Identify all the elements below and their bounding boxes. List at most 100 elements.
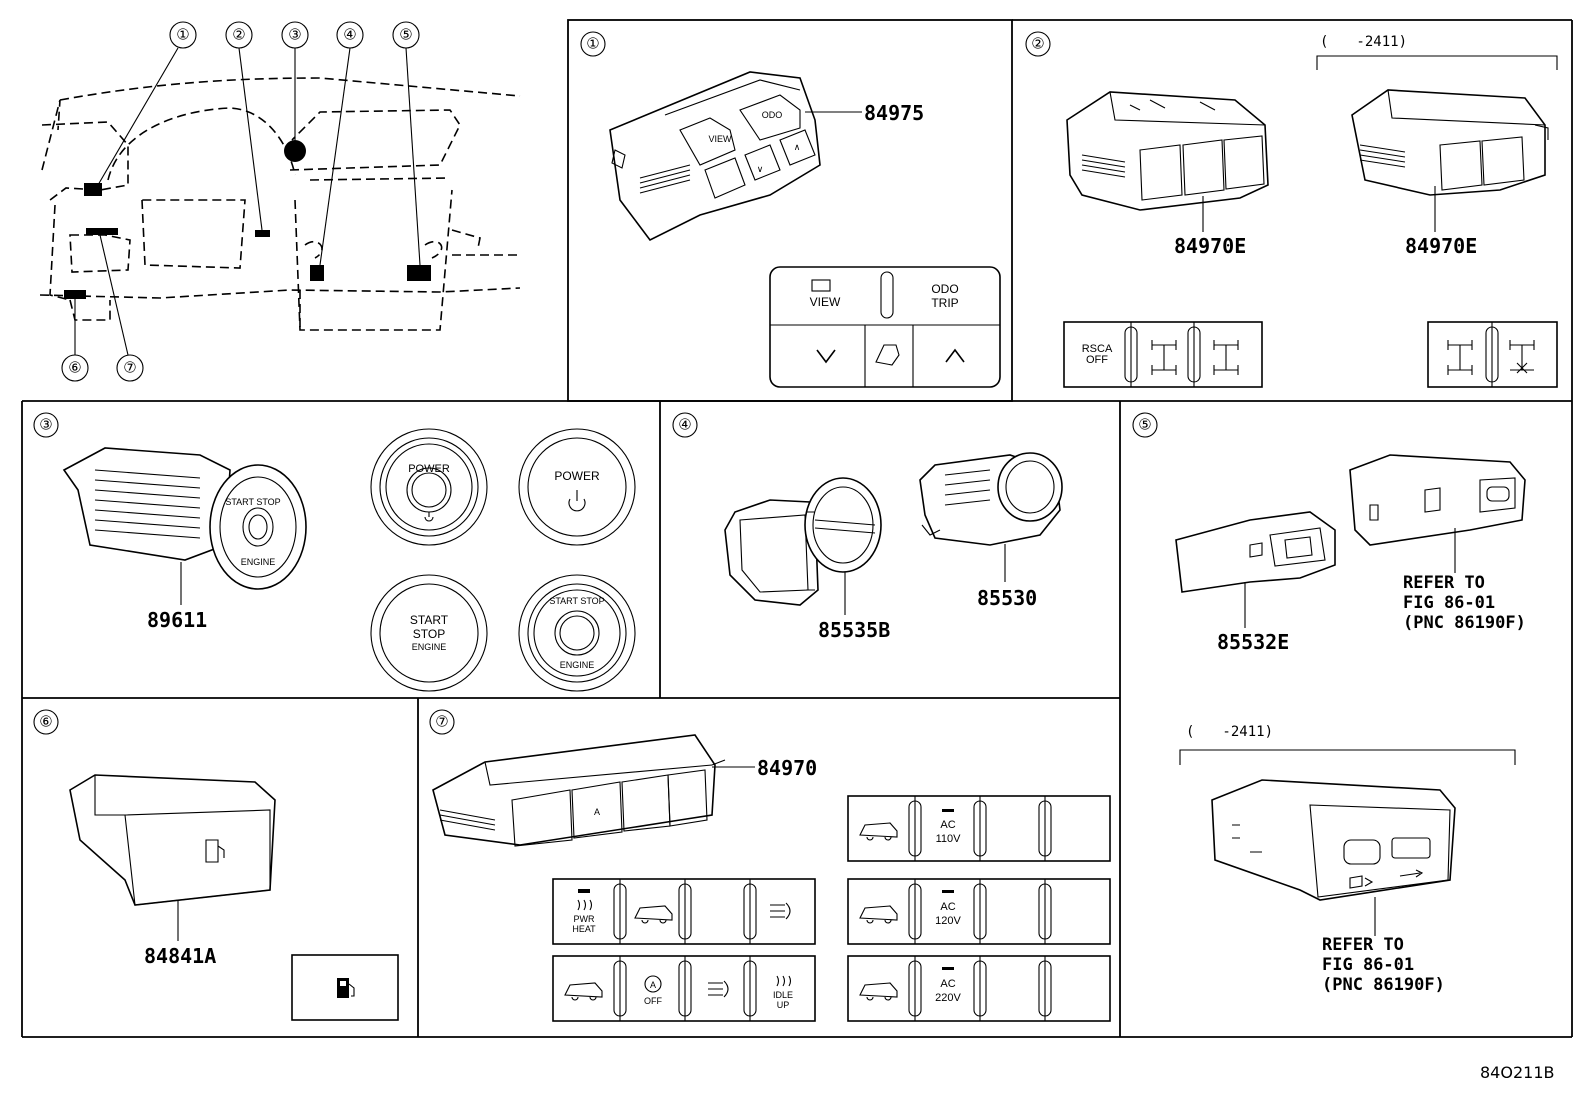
overview-callout-6: ⑥ xyxy=(61,299,89,382)
ignition-coil-housing-illustration xyxy=(919,452,1063,546)
drive-switch-layout-left: RSCA OFF xyxy=(1063,321,1263,388)
svg-text:OFF: OFF xyxy=(644,996,662,1006)
power-icon xyxy=(568,490,586,512)
svg-text:REFER TO: REFER TO xyxy=(1322,935,1404,955)
instrument-panel-switch-illustration: A xyxy=(432,734,726,847)
engine-switch-illustration: START STOP ENGINE xyxy=(62,447,307,590)
overview-callout-7: ⑦ xyxy=(99,234,144,382)
usb-charger-illustration xyxy=(1211,779,1456,901)
svg-text:( -2411): ( -2411) xyxy=(1320,34,1407,50)
switch-layout-ac-120v: AC 120V xyxy=(847,878,1111,945)
svg-text:TRIP: TRIP xyxy=(931,296,958,310)
svg-text:START STOP: START STOP xyxy=(225,497,280,507)
overview-callout-3: ③ xyxy=(281,21,309,140)
diff-lock-off-icon xyxy=(1509,340,1535,374)
dashboard-overview: ① ② ③ ④ ⑤ ⑥ ⑦ xyxy=(39,21,521,382)
meter-switch-button-layout: VIEW ODO TRIP xyxy=(769,266,1001,388)
panel-7: ⑦ A 84970 PWR HEAT xyxy=(429,709,1111,1022)
overview-callout-4: ④ xyxy=(319,21,364,266)
svg-text:⑥: ⑥ xyxy=(68,360,81,377)
charge-icon xyxy=(1349,875,1374,889)
svg-text:⑥: ⑥ xyxy=(39,714,52,731)
svg-text:(PNC 86190F): (PNC 86190F) xyxy=(1403,613,1526,633)
svg-text:ENGINE: ENGINE xyxy=(412,642,447,652)
switch-layout-ac-110v: AC 110V xyxy=(847,795,1111,862)
drive-switch-illustration-right xyxy=(1351,89,1549,196)
drive-switch-illustration-left xyxy=(1066,91,1269,211)
panel-2: ② 84970E ( -2411) 84970E xyxy=(1025,31,1558,388)
bracket-2411-top: ( -2411) xyxy=(1316,34,1558,70)
overview-callout-1: ① xyxy=(97,21,197,186)
svg-text:RSCA: RSCA xyxy=(1082,343,1113,355)
4wd-high-icon xyxy=(1151,340,1177,375)
svg-text:A: A xyxy=(594,807,600,817)
svg-text:①: ① xyxy=(176,27,189,44)
fuel-lid-switch-layout xyxy=(291,954,399,1021)
switch-layout-a-off: A OFF IDLE UP xyxy=(552,955,816,1022)
svg-text:PWR: PWR xyxy=(574,914,595,924)
svg-text:④: ④ xyxy=(343,27,356,44)
bracket-2411-bottom: ( -2411) xyxy=(1179,724,1516,765)
svg-text:④: ④ xyxy=(678,417,691,434)
power-button-with-ring: POWER xyxy=(370,428,488,546)
svg-text:VIEW: VIEW xyxy=(708,134,732,144)
fuel-lid-switch-illustration xyxy=(69,774,276,906)
part-number-85532e: 85532E xyxy=(1217,630,1289,654)
idle-up-icon xyxy=(776,975,792,987)
svg-text:③: ③ xyxy=(288,27,301,44)
part-number-84970e-right: 84970E xyxy=(1405,234,1477,258)
usb-socket-illustration-small xyxy=(1175,511,1336,593)
diff-lock-icon xyxy=(1447,340,1473,375)
fuel-pump-icon xyxy=(348,983,355,997)
svg-text:②: ② xyxy=(1031,36,1044,53)
svg-text:120V: 120V xyxy=(935,915,961,927)
start-stop-engine-button: START STOP ENGINE xyxy=(370,574,488,692)
part-number-84841a: 84841A xyxy=(144,944,216,968)
svg-text:FIG 86-01: FIG 86-01 xyxy=(1322,955,1414,975)
svg-text:POWER: POWER xyxy=(408,463,450,475)
svg-text:POWER: POWER xyxy=(554,469,600,483)
part-number-84970: 84970 xyxy=(757,756,817,780)
meter-control-switch-illustration: VIEW ODO ∨ ∧ xyxy=(609,71,821,242)
vehicle-icon xyxy=(859,905,898,924)
part-number-85530: 85530 xyxy=(977,586,1037,610)
svg-text:ODO: ODO xyxy=(762,110,783,120)
defogger-icon xyxy=(708,980,729,998)
svg-text:( -2411): ( -2411) xyxy=(1186,724,1273,740)
svg-text:(PNC 86190F): (PNC 86190F) xyxy=(1322,975,1445,995)
part-number-84975: 84975 xyxy=(864,101,924,125)
svg-text:ENGINE: ENGINE xyxy=(241,557,276,567)
usb-c-port xyxy=(1343,839,1381,865)
svg-text:HEAT: HEAT xyxy=(572,924,596,934)
drive-switch-layout-right xyxy=(1427,321,1558,388)
svg-text:STOP: STOP xyxy=(413,627,445,641)
panel-5: ⑤ 85532E REFER TO FIG 86-01 (PNC 86190F)… xyxy=(1132,412,1526,995)
svg-text:∨: ∨ xyxy=(757,164,764,174)
svg-text:⑦: ⑦ xyxy=(435,714,448,731)
svg-text:AC: AC xyxy=(940,901,955,913)
fuel-icon xyxy=(205,839,225,863)
panel-3: ③ START STOP ENGINE 89611 POWER POWER xyxy=(33,412,636,692)
part-number-84970e-left: 84970E xyxy=(1174,234,1246,258)
overview-callout-2: ② xyxy=(225,21,263,231)
svg-text:ODO: ODO xyxy=(931,282,958,296)
usb-socket-illustration-large xyxy=(1349,454,1526,546)
svg-text:110V: 110V xyxy=(936,833,962,845)
svg-text:⑦: ⑦ xyxy=(123,360,136,377)
svg-text:③: ③ xyxy=(39,417,52,434)
svg-text:START: START xyxy=(410,613,449,627)
svg-text:REFER TO: REFER TO xyxy=(1403,573,1485,593)
power-button: POWER xyxy=(518,428,636,546)
vehicle-icon xyxy=(859,822,898,841)
panel-6: ⑥ 84841A xyxy=(33,709,399,1021)
antenna-coil-bracket-illustration xyxy=(724,477,882,606)
svg-text:220V: 220V xyxy=(935,992,961,1004)
svg-text:FIG 86-01: FIG 86-01 xyxy=(1403,593,1495,613)
svg-text:VIEW: VIEW xyxy=(810,295,841,309)
svg-text:ENGINE: ENGINE xyxy=(560,660,595,670)
svg-text:⑤: ⑤ xyxy=(399,27,412,44)
usb-a-port xyxy=(1391,837,1431,859)
panel-4: ④ 85535B 85530 xyxy=(672,412,1063,642)
panel-frames xyxy=(21,19,1573,1038)
svg-text:②: ② xyxy=(232,27,245,44)
